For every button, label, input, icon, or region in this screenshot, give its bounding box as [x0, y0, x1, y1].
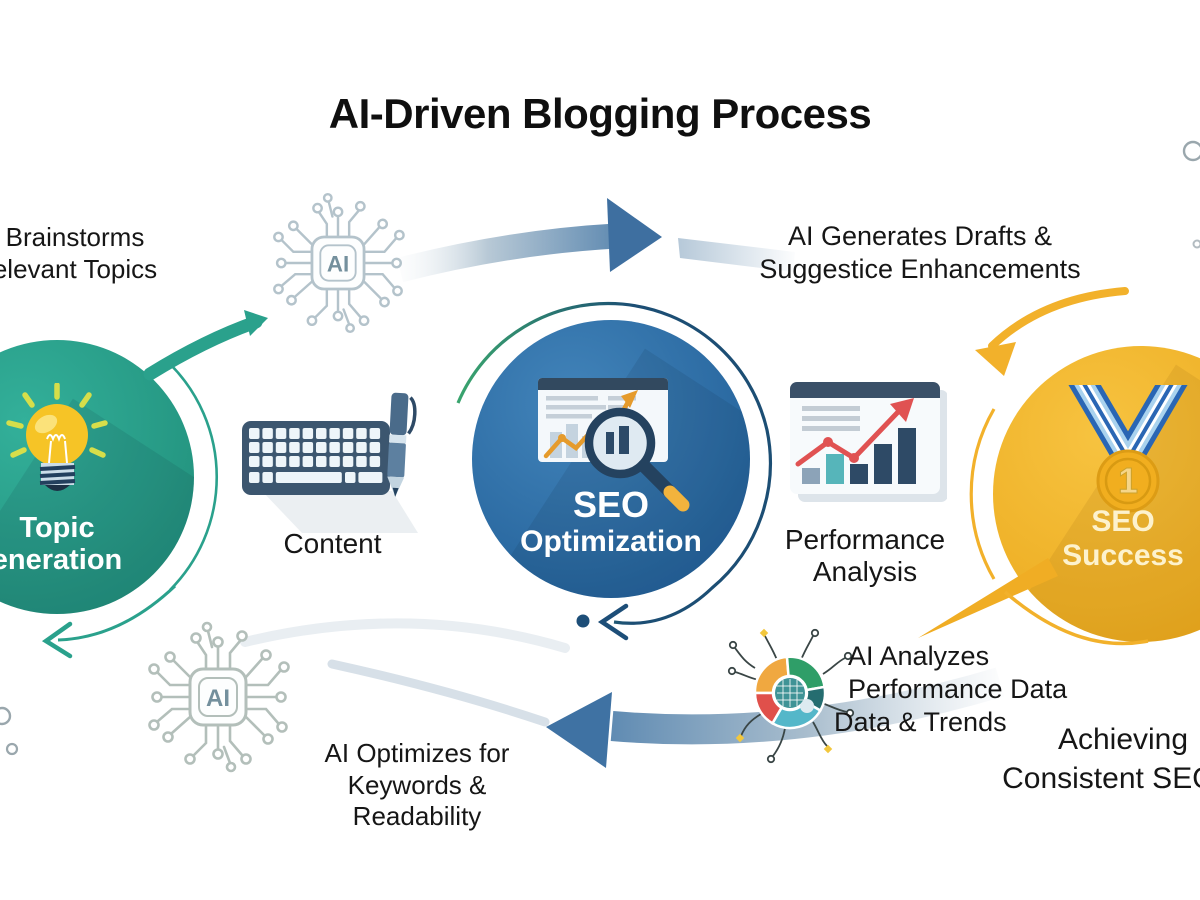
bulb-highlight [34, 414, 58, 434]
bar-chart [802, 428, 916, 484]
performance-node-label: Performance Analysis [770, 524, 960, 588]
orbit-path [456, 301, 772, 625]
gold-band [918, 558, 1058, 638]
seo-analysis-icon [538, 378, 690, 512]
trend-arrowhead [890, 398, 914, 422]
decor-circle-icon [1182, 140, 1200, 162]
magnifier-icon [584, 407, 690, 512]
topic-orbit-arcs [41, 310, 268, 659]
medal-inner-ring [1104, 457, 1152, 505]
pen-tip [392, 487, 399, 497]
donut-segments [753, 655, 827, 730]
bulb-rays [6, 383, 108, 458]
browser-header [538, 378, 668, 390]
text-lines [546, 396, 636, 419]
orbit-dot [576, 614, 590, 628]
annotation-line: elevant Topics [0, 253, 158, 284]
card-header [790, 382, 940, 398]
trend-arrowhead [621, 390, 638, 408]
arrow-fading-segment [678, 238, 795, 272]
annotation-line: Readability [352, 801, 482, 832]
medal-icon: 1 [1068, 385, 1188, 513]
annotation-analyzes: AI Analyzes Performance Data Data & Tren… [834, 640, 1098, 739]
ai-chip-icon [245, 170, 431, 356]
lightbulb-icon [6, 383, 108, 491]
trend-line [795, 409, 901, 467]
key-bottom-row [249, 472, 383, 483]
arrow-topic-to-draft [396, 198, 795, 283]
topic-node-label: Topic eneration [0, 512, 194, 577]
arrowhead [546, 692, 612, 768]
donut-highlight [800, 699, 814, 713]
node-line: Topic [19, 512, 95, 544]
yellow-arrowhead [975, 342, 1016, 376]
annotation-achieving: Achieving Consistent SEO S [958, 720, 1200, 798]
seo-optimization-label: SEO Optimization [472, 484, 750, 559]
annotation-line: AI Optimizes for [324, 738, 510, 768]
node-line: Analysis [812, 556, 918, 588]
text-lines [802, 406, 860, 431]
seo-orbit-arc [456, 301, 772, 641]
segment-red [753, 691, 784, 726]
annotation-line: Suggestice Enhancements [759, 253, 1081, 284]
annotation-line: Data & Trends [834, 706, 1007, 737]
medal-ribbon [1068, 385, 1188, 487]
annotation-line: AI Analyzes [848, 641, 990, 671]
ai-chip-icon [118, 597, 318, 797]
pen-cone [387, 476, 405, 497]
annotation-optimizes: AI Optimizes for Keywords & Readability [302, 738, 532, 833]
seo-success-label: SEO Success [978, 505, 1200, 572]
success-orbit-arcs [918, 408, 1149, 646]
base-stripes [39, 465, 76, 485]
pen-clip [407, 396, 417, 435]
teal-ring [169, 363, 219, 591]
annotation-line: Brainstorms [5, 222, 145, 252]
magnifier-handle-tip [663, 485, 690, 512]
node-line: Performance [784, 524, 946, 555]
arrowhead [607, 198, 662, 272]
key-grid [249, 428, 383, 469]
center-grid [777, 679, 803, 707]
node-line: Optimization [520, 525, 702, 559]
faint-tail [327, 659, 550, 727]
decor-circle-icon [0, 706, 12, 726]
node-line: SEO [1091, 505, 1155, 538]
gold-thin-arc [1003, 590, 1149, 646]
decor-circle-icon [1192, 239, 1200, 249]
page-title: AI-Driven Blogging Process [328, 90, 872, 137]
orbit-arrowhead [597, 603, 629, 641]
annotation-line: Keywords & [347, 769, 487, 800]
icon-shadow [262, 491, 418, 533]
annotation-generates: AI Generates Drafts & Suggestice Enhance… [740, 220, 1100, 286]
annotation-line: AI Generates Drafts & [787, 221, 1053, 251]
node-line: SEO [572, 484, 650, 525]
node-line: Success [1062, 538, 1184, 572]
pen [387, 392, 417, 497]
pale-swoosh [240, 618, 570, 653]
annotation-line: Consistent SEO S [1002, 762, 1200, 795]
donut-squiggles [727, 628, 855, 764]
node-line: eneration [0, 544, 123, 577]
annotation-brainstorm: Brainstorms elevant Topics [0, 222, 190, 285]
teal-arrowhead [41, 621, 73, 659]
decor-circle-icon [5, 742, 19, 756]
bulb-filament [46, 434, 68, 464]
medal-rank-number: 1 [1118, 460, 1138, 501]
performance-chart-icon [790, 382, 947, 502]
teal-return-curve [57, 584, 177, 642]
teal-arrow-tip [244, 310, 268, 336]
keyboard-pen-icon [242, 392, 418, 533]
arrow-performance-to-success [975, 287, 1129, 376]
teal-thick-band [143, 315, 263, 381]
annotation-line: Achieving [1057, 723, 1189, 756]
gold-ring [969, 408, 996, 580]
bulb-cap [45, 485, 70, 491]
annotation-line: Performance Data [848, 673, 1068, 704]
analytics-donut-icon [727, 628, 855, 764]
content-node-label: Content [283, 528, 382, 559]
